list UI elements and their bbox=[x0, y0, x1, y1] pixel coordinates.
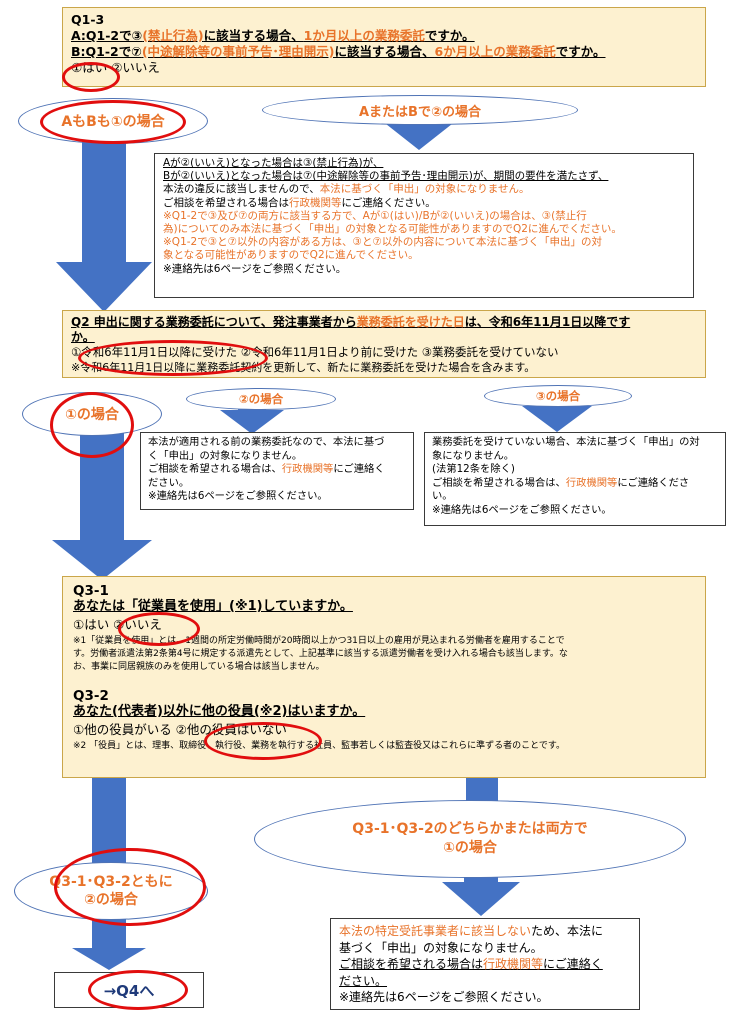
q1-3-line-b: B:Q1-2で⑦(中途解除等の事前予告･理由開示)に該当する場合、6か月以上の業… bbox=[71, 44, 606, 59]
red-circle-q2-option-1 bbox=[78, 340, 268, 376]
q1-3-title: Q1-3 bbox=[71, 12, 105, 27]
red-circle-q1-yes bbox=[62, 62, 120, 92]
oval-q3-either-yes: Q3-1･Q3-2のどちらかまたは両方で ①の場合 bbox=[254, 800, 686, 878]
red-circle-oval-q2-1 bbox=[50, 392, 134, 458]
oval-q2-case-2: ②の場合 bbox=[186, 388, 336, 410]
q3-2-question: あなた(代表者)以外に他の役員(※2)はいますか。 bbox=[73, 704, 366, 719]
result-box-4: 本法の特定受託事業者に該当しないため、本法に 基づく「申出」の対象になりません。… bbox=[330, 918, 640, 1010]
red-circle-q4 bbox=[88, 970, 188, 1010]
red-circle-oval-ab-yes bbox=[40, 100, 186, 144]
arrow-q2-to-q3 bbox=[52, 420, 152, 580]
q1-3-options: ①はい ②いいえ bbox=[71, 60, 697, 76]
oval-a-or-b-no: AまたはBで②の場合 bbox=[262, 95, 578, 125]
arrow-either-to-box4 bbox=[442, 870, 520, 916]
q3-1-title: Q3-1 bbox=[73, 583, 109, 599]
q1-3-question-box: Q1-3 A:Q1-2で③(禁止行為)に該当する場合、1か月以上の業務委託ですか… bbox=[62, 7, 706, 87]
q3-2-options[interactable]: ①他の役員がいる ②他の役員はいない bbox=[73, 722, 287, 737]
q3-2-title: Q3-2 bbox=[73, 688, 109, 704]
q3-1-question: あなたは「従業員を使用」(※1)していますか。 bbox=[73, 599, 353, 614]
result-box-2: 本法が適用される前の業務委託なので、本法に基づ く「申出」の対象になりません。 … bbox=[140, 432, 414, 510]
arrow-q1-to-q2 bbox=[56, 128, 152, 312]
q2-title: Q2 申出に関する業務委託について、発注事業者から業務委託を受けた日は、令和6年… bbox=[71, 315, 631, 329]
red-circle-oval-q3-both bbox=[54, 848, 206, 926]
result-box-1: Aが②(いいえ)となった場合は③(禁止行為)が、 Bが②(いいえ)となった場合は… bbox=[154, 153, 694, 298]
red-circle-q3-2-no bbox=[204, 722, 322, 760]
result-box-3: 業務委託を受けていない場合、本法に基づく「申出」の対 象になりません。 (法第1… bbox=[424, 432, 726, 526]
red-circle-q3-1-no bbox=[118, 612, 200, 646]
arrow-q1-to-box1 bbox=[386, 108, 452, 150]
arrow-q2-to-box2 bbox=[220, 400, 284, 434]
q1-3-option-no[interactable]: ②いいえ bbox=[111, 60, 160, 75]
q3-question-box: Q3-1 あなたは「従業員を使用」(※1)していますか。 ①はい ②いいえ ※1… bbox=[62, 576, 706, 778]
oval-q2-case-3: ③の場合 bbox=[484, 385, 632, 407]
q1-3-line-a: A:Q1-2で③(禁止行為)に該当する場合、1か月以上の業務委託ですか。 bbox=[71, 28, 475, 43]
